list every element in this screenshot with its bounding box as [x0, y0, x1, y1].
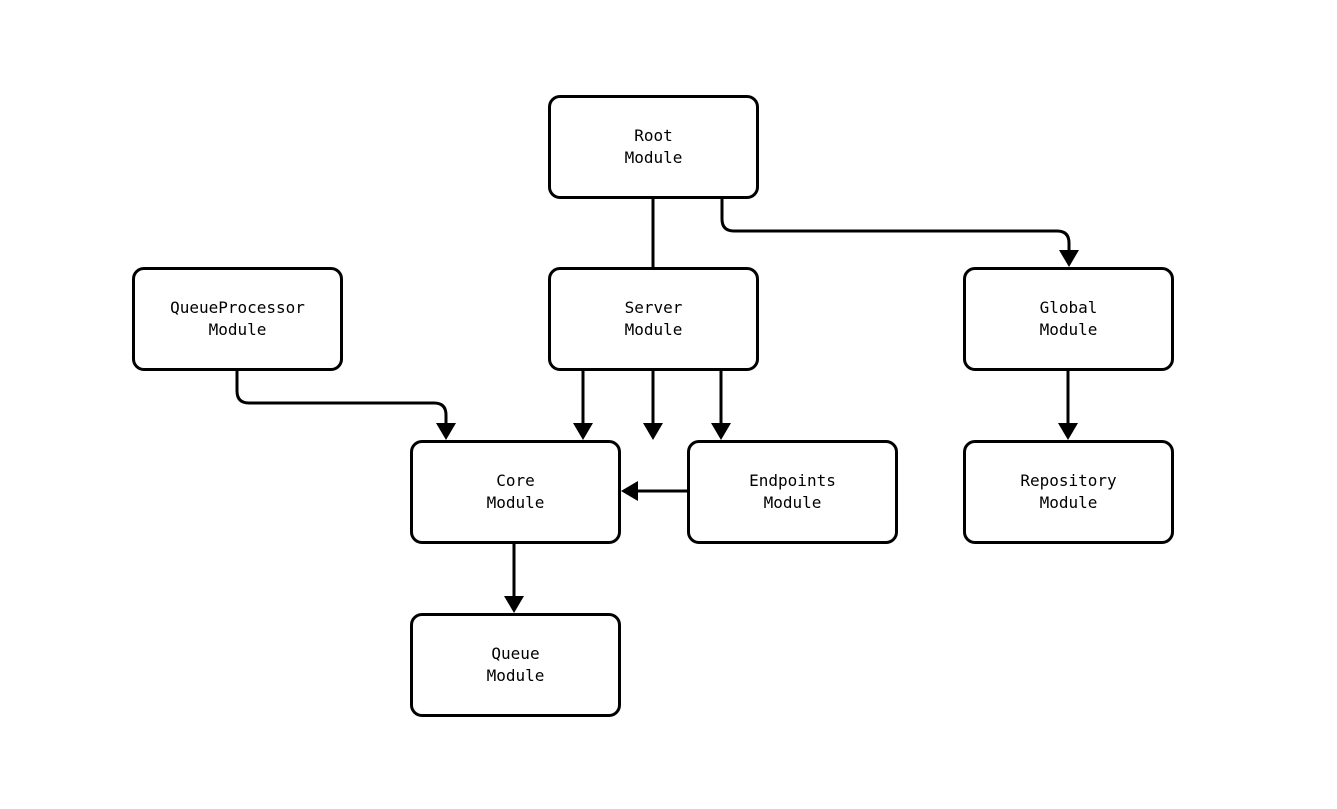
node-repository-line1: Repository [1020, 471, 1117, 490]
node-root-line2: Module [624, 148, 683, 167]
node-server[interactable]: Server Module [548, 267, 759, 371]
node-endpoints-line2: Module [763, 493, 822, 512]
arrowhead-server-endpoints [711, 423, 731, 440]
node-queueprocessor-line1: QueueProcessor [170, 298, 305, 317]
arrowhead-queueprocessor-core [436, 423, 456, 440]
arrowhead-core-queue [504, 596, 524, 613]
node-global[interactable]: Global Module [963, 267, 1174, 371]
node-endpoints[interactable]: Endpoints Module [687, 440, 898, 544]
node-endpoints-line1: Endpoints [749, 471, 836, 490]
node-root[interactable]: Root Module [548, 95, 759, 199]
node-core[interactable]: Core Module [410, 440, 621, 544]
node-root-line1: Root [634, 126, 673, 145]
arrowhead-root-global [1059, 250, 1079, 267]
edge-queueprocessor-core [235, 371, 448, 430]
node-server-line2: Module [624, 320, 683, 339]
arrowhead-server-core [573, 423, 593, 440]
node-queueprocessor[interactable]: QueueProcessor Module [132, 267, 343, 371]
arrowhead-root-server [643, 423, 663, 440]
node-server-line1: Server [624, 298, 683, 317]
node-queue-line1: Queue [491, 644, 540, 663]
arrowhead-endpoints-core [621, 481, 638, 501]
node-queueprocessor-line2: Module [208, 320, 267, 339]
node-queue-line2: Module [486, 666, 545, 685]
node-core-line2: Module [486, 493, 545, 512]
node-queue[interactable]: Queue Module [410, 613, 621, 717]
edge-root-global [720, 199, 1071, 257]
node-repository-line2: Module [1039, 493, 1098, 512]
node-global-line1: Global [1039, 298, 1098, 317]
node-global-line2: Module [1039, 320, 1098, 339]
node-core-line1: Core [496, 471, 535, 490]
arrowhead-global-repository [1058, 423, 1078, 440]
node-repository[interactable]: Repository Module [963, 440, 1174, 544]
